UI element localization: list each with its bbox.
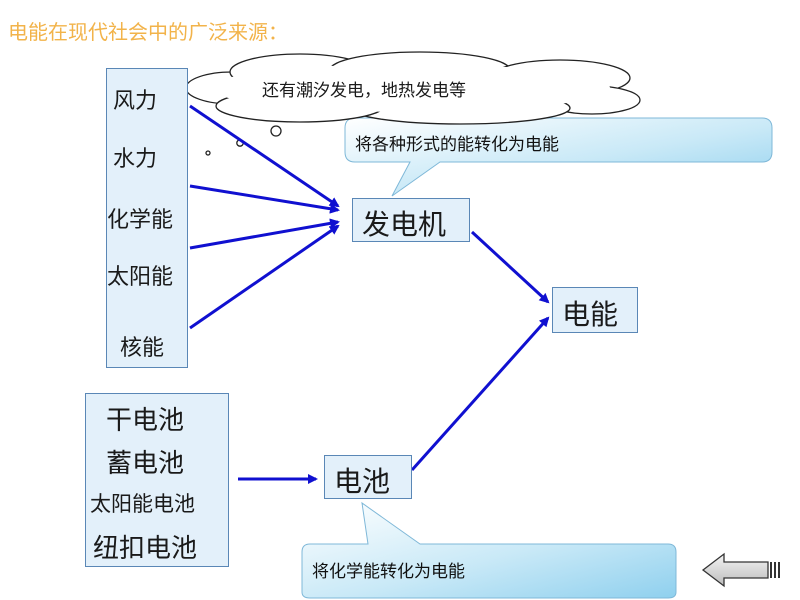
source-wind: 风力 [113, 89, 158, 114]
energy-sources-box [106, 68, 188, 368]
electric-energy-label: 电能 [562, 298, 619, 331]
battery-type-button: 纽扣电池 [93, 534, 198, 564]
battery-callout-text: 将化学能转化为电能 [312, 562, 465, 582]
battery-type-dry: 干电池 [106, 406, 185, 436]
arrow-wind-to-generator [189, 104, 340, 208]
source-arrows [189, 104, 550, 484]
electric-energy-node [552, 287, 638, 333]
arrow-nuclear-to-generator [189, 224, 340, 330]
source-nuclear: 核能 [120, 336, 165, 361]
arrow-generator-to-electric [470, 230, 550, 304]
battery-label: 电池 [334, 465, 391, 498]
battery-types-box [85, 393, 229, 567]
source-water: 水力 [113, 147, 158, 172]
arrow-solar-to-generator [189, 218, 340, 250]
battery-callout-shape [301, 501, 677, 599]
cloud-note-text: 还有潮汐发电，地热发电等 [262, 81, 466, 101]
battery-type-solar: 太阳能电池 [90, 492, 195, 516]
generator-label: 发电机 [362, 208, 447, 241]
generator-callout-shape [344, 117, 773, 197]
battery-type-storage: 蓄电池 [106, 449, 185, 479]
arrow-battery-to-electric [410, 316, 550, 472]
generator-node [352, 198, 470, 242]
back-arrow-icon[interactable] [701, 552, 780, 588]
arrow-chemical-to-generator [189, 184, 340, 214]
source-solar: 太阳能 [107, 265, 174, 290]
generator-callout-text: 将各种形式的能转化为电能 [355, 135, 559, 155]
slide-title: 电能在现代社会中的广泛来源： [8, 20, 288, 44]
source-chemical: 化学能 [107, 208, 174, 233]
battery-node [324, 455, 412, 499]
thought-cloud [185, 51, 641, 156]
